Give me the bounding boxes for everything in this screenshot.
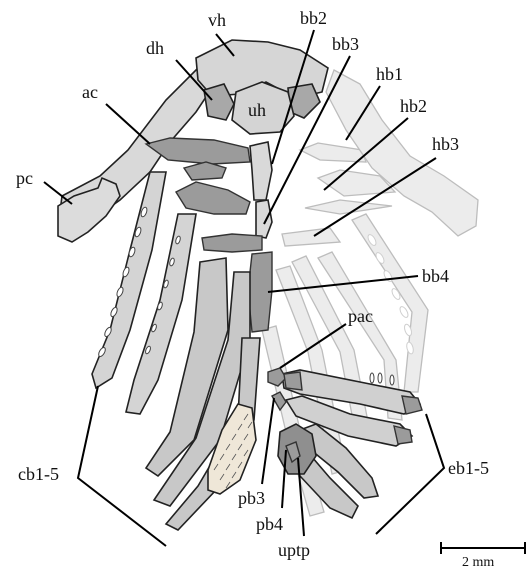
label-hb3: hb3	[432, 134, 459, 154]
hypobranchial-3	[202, 234, 262, 252]
label-vh: vh	[208, 10, 226, 30]
basibranchial-2	[250, 142, 272, 200]
epibranchial-1-base	[284, 372, 302, 390]
label-ac: ac	[82, 82, 98, 102]
label-bb2: bb2	[300, 8, 327, 28]
label-hb2: hb2	[400, 96, 427, 116]
label-bb4: bb4	[422, 266, 449, 286]
epibranchial-2-tip	[394, 426, 412, 444]
accessory-small	[184, 162, 226, 180]
scale-bar: 2 mm	[440, 542, 526, 568]
label-dh: dh	[146, 38, 164, 58]
hypobranchial-2	[176, 182, 250, 214]
label-pac: pac	[348, 306, 373, 326]
label-pb3: pb3	[238, 488, 265, 508]
label-eb: eb1-5	[448, 458, 489, 478]
label-hb1: hb1	[376, 64, 403, 84]
label-uptp: uptp	[278, 540, 310, 560]
hypobranchial-1	[146, 138, 250, 164]
label-pc: pc	[16, 168, 33, 188]
label-bb3: bb3	[332, 34, 359, 54]
label-pb4: pb4	[256, 514, 283, 534]
label-cb: cb1-5	[18, 464, 59, 484]
label-uh: uh	[248, 100, 266, 120]
basibranchial-3	[256, 200, 272, 238]
epibranchial-1-tip	[402, 396, 422, 414]
scale-bar-label: 2 mm	[462, 555, 494, 568]
